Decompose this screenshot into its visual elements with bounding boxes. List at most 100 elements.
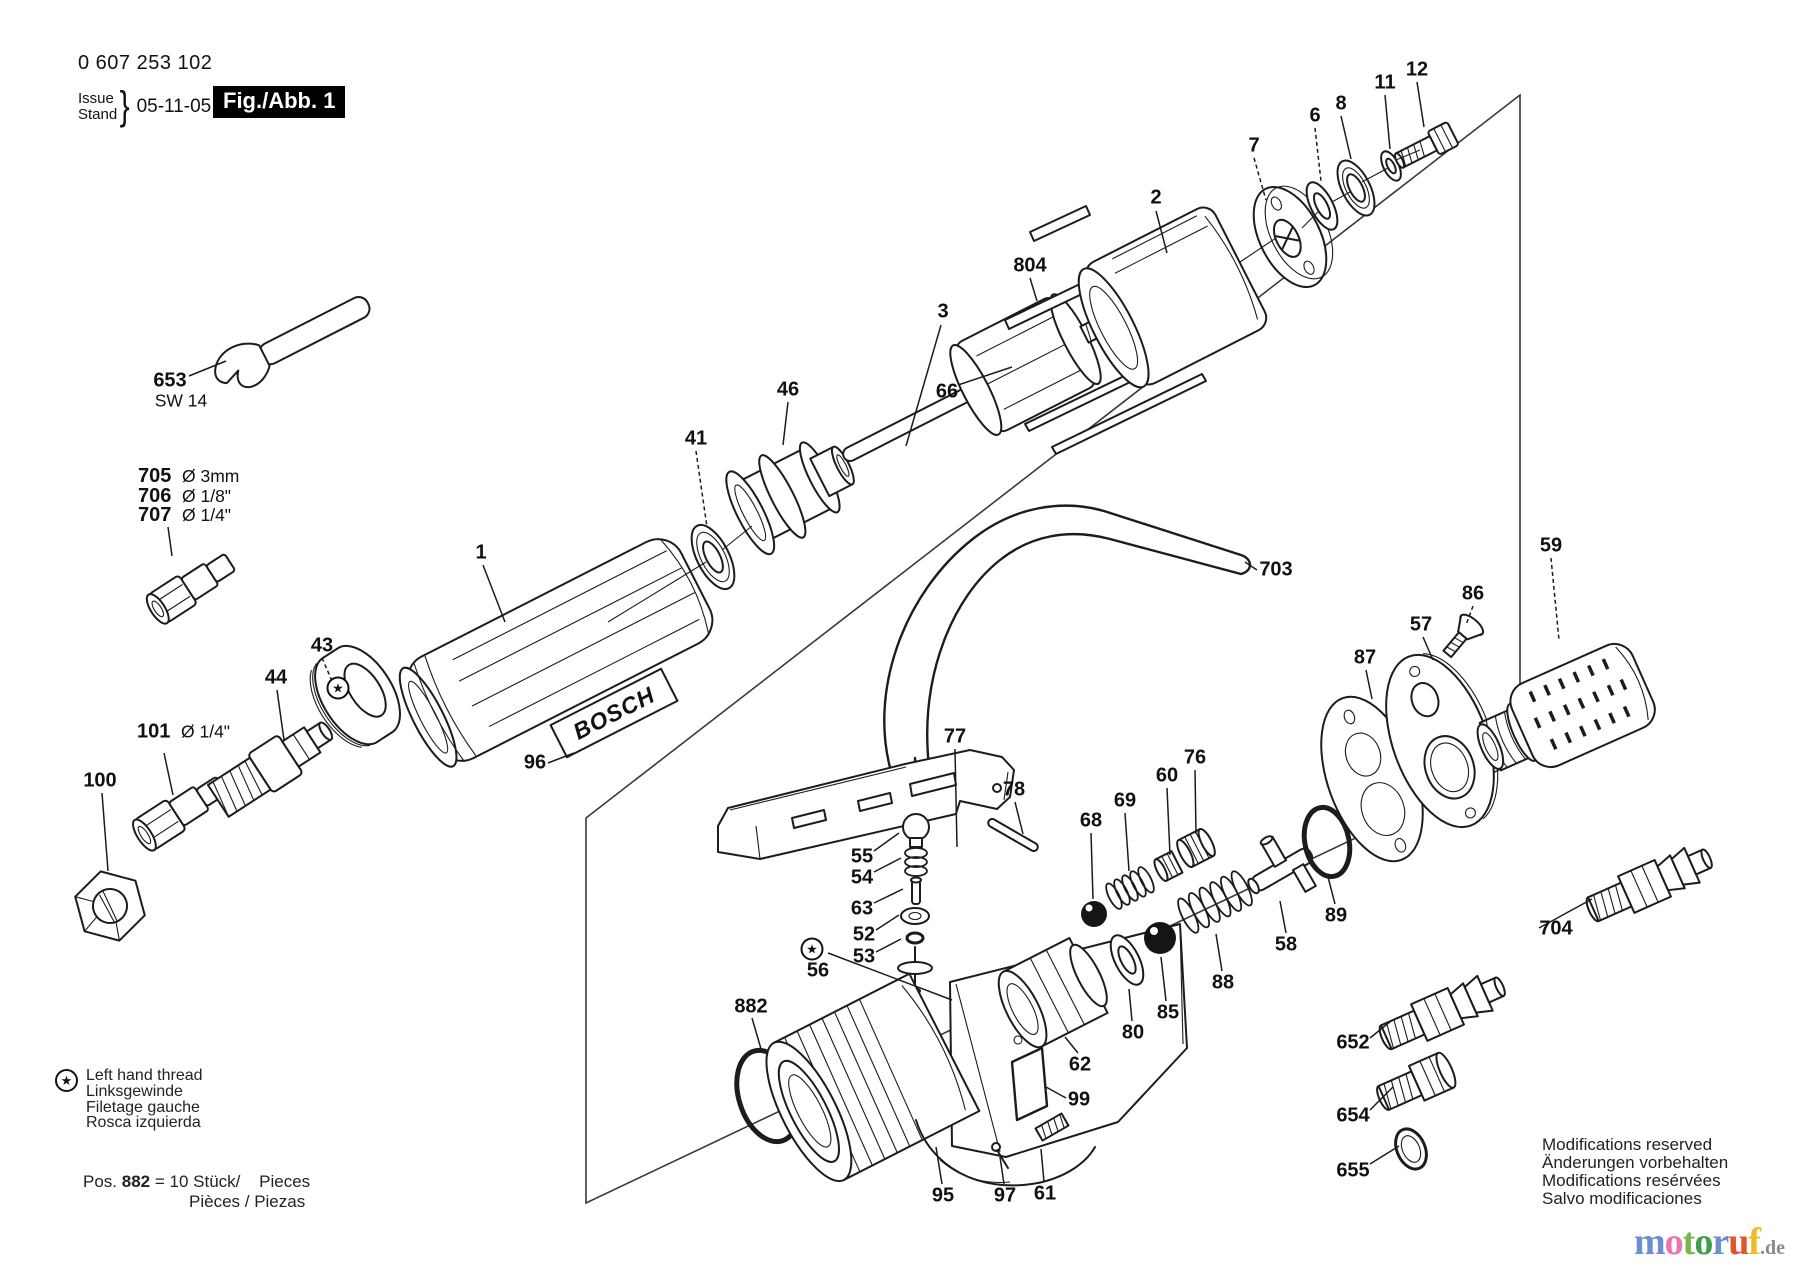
part-label-62: 62 xyxy=(1068,1053,1092,1076)
part-label-87: 87 xyxy=(1353,646,1377,669)
part-label-97: 97 xyxy=(993,1184,1017,1207)
collet-101-row: 101 Ø 1/4" xyxy=(137,722,230,742)
part-label-53: 53 xyxy=(852,945,876,968)
collet-705-size: Ø 3mm xyxy=(182,466,240,486)
wrench-653-illustration xyxy=(214,295,371,389)
collar-nut-43-illustration xyxy=(309,644,401,748)
wire-clip-703-illustration xyxy=(883,504,1252,781)
pos-882-quantity-line-2: Pièces / Piezas xyxy=(189,1192,306,1211)
valve-knob-55-illustration xyxy=(902,813,930,848)
collet-705-row: 705 Ø 3mm xyxy=(138,465,240,487)
part-label-76: 76 xyxy=(1183,746,1207,769)
nut-60-illustration xyxy=(1153,850,1184,882)
vane-plates-804-illustration xyxy=(1004,205,1091,330)
collet-101-size: Ø 1/4" xyxy=(181,721,231,742)
legend-line-fr: Filetage gauche xyxy=(86,1098,200,1116)
screw-97-illustration xyxy=(991,1142,1009,1169)
washer-52-illustration xyxy=(900,907,930,925)
cylinder-2-illustration xyxy=(1077,206,1268,389)
part-label-11: 11 xyxy=(1374,71,1396,94)
housing-1-illustration xyxy=(398,538,714,768)
part-label-66: 66 xyxy=(935,380,959,403)
part-label-56: 56 xyxy=(806,959,830,982)
plate-99-illustration xyxy=(1010,1046,1049,1122)
spring-69-illustration xyxy=(1105,866,1155,910)
part-label-77: 77 xyxy=(943,725,967,748)
bearing-8-illustration xyxy=(1336,159,1376,217)
nut-76-illustration xyxy=(1176,827,1216,869)
part-label-60: 60 xyxy=(1155,764,1179,787)
exploded-axis-lines xyxy=(607,149,1421,623)
modifications-line-fr: Modifications resérvées xyxy=(1542,1171,1721,1190)
part-label-6: 6 xyxy=(1309,104,1321,127)
part-label-59: 59 xyxy=(1539,534,1563,557)
figure-label: Fig./Abb. 1 xyxy=(213,86,346,118)
part-label-63: 63 xyxy=(850,897,874,920)
pos-prefix: Pos. xyxy=(83,1172,118,1191)
rotor-shaft-3-illustration xyxy=(842,293,1124,462)
reference-panel-outline xyxy=(585,93,1521,1205)
part-label-654: 654 xyxy=(1336,1104,1370,1127)
stand-label: Stand xyxy=(78,105,118,123)
part-label-46: 46 xyxy=(776,378,800,401)
modifications-line-de: Änderungen vorbehalten xyxy=(1542,1153,1729,1172)
issue-date: 05-11-05 xyxy=(136,95,212,117)
left-hand-thread-icon-56: ★ xyxy=(800,937,824,961)
part-label-57: 57 xyxy=(1409,613,1433,636)
logo-letter-r: r xyxy=(1712,1221,1729,1263)
part-label-95: 95 xyxy=(931,1184,955,1207)
washer-80-illustration xyxy=(1109,934,1145,986)
collet-707-size: Ø 1/4" xyxy=(182,505,232,525)
hose-fitting-652-illustration xyxy=(1373,966,1512,1059)
part-label-86: 86 xyxy=(1461,582,1485,605)
part-label-705: 705 xyxy=(138,465,172,487)
part-label-100: 100 xyxy=(83,769,117,792)
part-label-52: 52 xyxy=(852,923,876,946)
bolt-12-illustration xyxy=(1393,121,1459,169)
spring-88-illustration xyxy=(1177,870,1253,934)
legend-line-de: Linksgewinde xyxy=(86,1082,183,1100)
hose-fitting-704-illustration xyxy=(1580,838,1719,931)
part-label-804: 804 xyxy=(1013,254,1047,277)
collet-nut-62-illustration xyxy=(997,937,1109,1049)
collet-size-list: 705 Ø 3mm 706 Ø 1/8" 707 Ø 1/4" xyxy=(138,465,240,526)
bearing-41-illustration xyxy=(690,523,736,591)
pos-pieces-en: Pieces xyxy=(259,1172,311,1191)
plug-654-illustration xyxy=(1376,1051,1457,1111)
logo-suffix: .de xyxy=(1759,1237,1785,1259)
part-label-655: 655 xyxy=(1336,1159,1370,1182)
end-plate-57-illustration xyxy=(1385,652,1499,829)
pos-id: 882 xyxy=(121,1172,151,1191)
part-label-58: 58 xyxy=(1274,933,1298,956)
collet-706-size: Ø 1/8" xyxy=(182,485,232,506)
legend-line-en: Left hand thread xyxy=(86,1067,203,1084)
collet-706-row: 706 Ø 1/8" xyxy=(138,485,239,507)
part-label-44: 44 xyxy=(264,666,288,689)
leader-lines xyxy=(101,81,1593,1185)
lever-77-illustration xyxy=(717,749,1015,860)
issue-stand-block: Issue Stand } 05-11-05 xyxy=(78,84,211,129)
part-label-78: 78 xyxy=(1002,778,1026,801)
wrench-size-note: SW 14 xyxy=(154,390,208,411)
stem-63-illustration xyxy=(910,876,922,905)
muffler-59-illustration xyxy=(1476,642,1656,772)
part-label-704: 704 xyxy=(1539,917,1573,940)
ball-85-illustration xyxy=(1144,922,1176,954)
left-hand-thread-legend: ★ Left hand thread Linksgewinde Filetage… xyxy=(55,1068,203,1131)
part-label-8: 8 xyxy=(1335,92,1347,115)
spring-54-illustration xyxy=(904,847,928,877)
part-label-703: 703 xyxy=(1259,558,1293,581)
issue-label: Issue xyxy=(78,89,114,107)
oring-53-illustration xyxy=(905,931,925,945)
logo-letter-f: f xyxy=(1748,1221,1761,1263)
part-label-653: 653 xyxy=(153,369,187,392)
modifications-line-en: Modifications reserved xyxy=(1542,1135,1713,1154)
part-label-68: 68 xyxy=(1079,809,1103,832)
pin-78-illustration xyxy=(987,818,1039,852)
logo-letter-t: t xyxy=(1682,1221,1696,1263)
collet-707-row: 707 Ø 1/4" xyxy=(138,505,239,526)
part-label-882: 882 xyxy=(734,995,768,1018)
document-part-number: 0 607 253 102 xyxy=(78,52,213,74)
nut-100-illustration xyxy=(74,870,146,942)
